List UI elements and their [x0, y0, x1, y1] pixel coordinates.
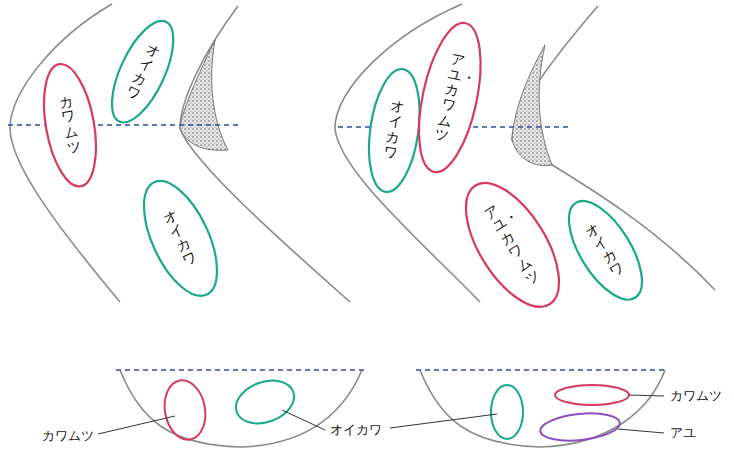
zone-ellipse	[408, 18, 492, 178]
fish-label: オイカワ	[328, 421, 384, 439]
habitat-zone	[555, 385, 629, 405]
sandbar	[180, 40, 228, 150]
habitat-zone	[160, 377, 210, 443]
habitat-zone: アユ・カワムツ	[417, 21, 483, 174]
sandbar	[512, 45, 552, 166]
cross-section	[120, 370, 362, 447]
habitat-zone: オイカワ	[110, 19, 175, 124]
zone-ellipse	[128, 170, 231, 306]
fish-label: カワムツ	[668, 387, 724, 405]
zone-ellipse	[362, 65, 427, 194]
habitat-zone: アユ・カワムツ	[464, 181, 561, 309]
zone-ellipse	[100, 13, 186, 131]
habitat-zone: カワムツ	[42, 62, 98, 188]
cross-section	[420, 370, 665, 447]
leader-line	[282, 410, 325, 430]
water-surface	[116, 369, 364, 371]
leader-line	[629, 395, 664, 396]
habitat-zone: オイカワ	[142, 179, 219, 298]
habitat-zone	[539, 410, 621, 444]
fish-label: カワムツ	[40, 427, 96, 445]
section-line	[8, 124, 240, 126]
habitat-zone	[491, 385, 523, 439]
zone-ellipse	[554, 189, 656, 310]
fish-label: アユ	[668, 424, 698, 442]
leader-line	[618, 429, 664, 433]
zone-ellipse	[447, 168, 577, 322]
leader-line	[98, 416, 175, 434]
habitat-zone: オイカワ	[567, 199, 644, 302]
habitat-zone	[230, 373, 300, 431]
water-surface	[416, 369, 667, 371]
river-bank	[10, 4, 120, 302]
habitat-zone: オイカワ	[367, 67, 422, 194]
zone-ellipse	[36, 60, 105, 190]
leader-line	[390, 414, 497, 428]
